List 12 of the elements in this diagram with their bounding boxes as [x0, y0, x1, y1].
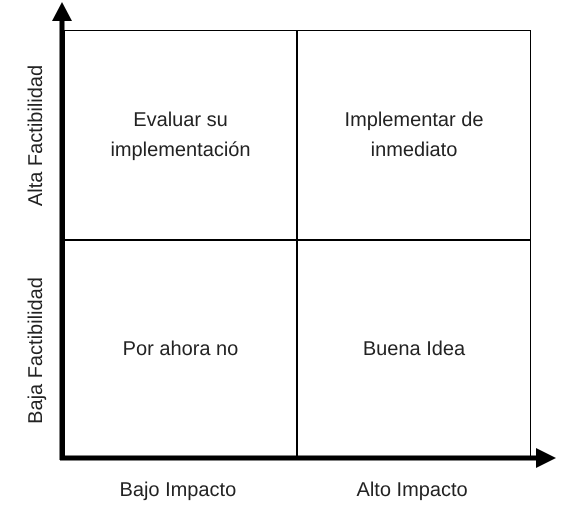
quadrant-box [64, 240, 297, 458]
axis-label: Baja Factibilidad [24, 276, 48, 424]
quadrant-label: Implementar de inmediato [344, 108, 484, 163]
quadrant-box [297, 240, 531, 458]
quadrant-label: Evaluar su implementación [109, 108, 252, 163]
axis-label: Bajo Impacto [120, 478, 236, 502]
quadrant-label: Por ahora no [122, 337, 240, 362]
axis-label: Alta Factibilidad [24, 64, 48, 206]
quadrant-label: Buena Idea [362, 337, 466, 362]
quadrant-box [64, 30, 297, 240]
axis-label: Alto Impacto [356, 478, 468, 502]
quadrant-box [297, 30, 531, 240]
